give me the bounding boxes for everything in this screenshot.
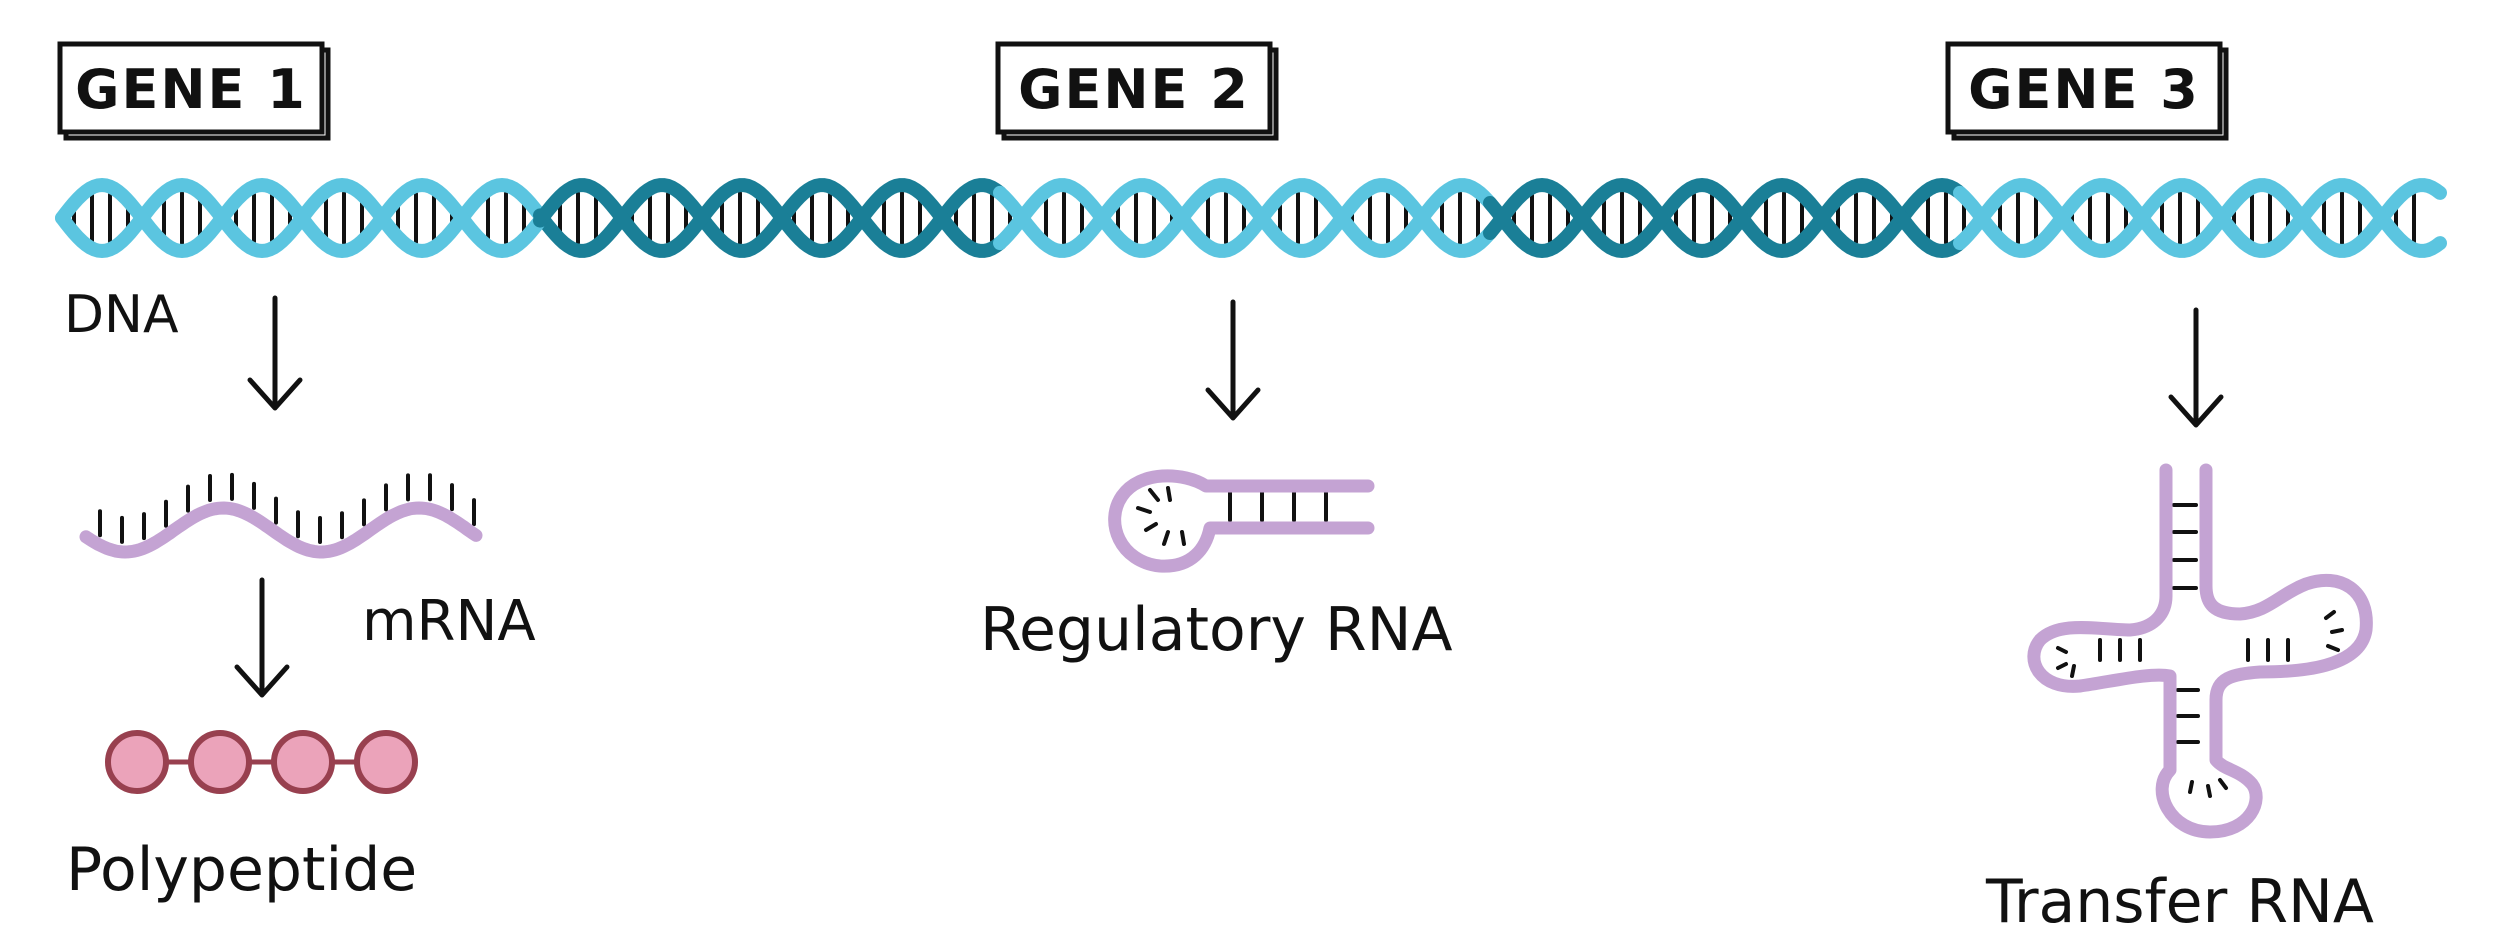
regulatory-rna-label: Regulatory RNA	[980, 595, 1453, 665]
arrow-gene2-to-regulatory-rna	[1205, 299, 1261, 421]
arrow-gene1-to-mrna	[247, 295, 303, 411]
dna-strand-2	[55, 177, 545, 259]
arrow-gene3-to-transfer-rna	[2168, 307, 2224, 428]
dna-strand-1	[993, 178, 1495, 258]
gene-1-label: GENE 1	[75, 58, 307, 121]
transfer-rna-label: Transfer RNA	[1985, 867, 2374, 937]
dna-strand-2	[1953, 178, 2447, 258]
arrow-mrna-to-polypeptide	[234, 577, 290, 698]
dna-strand-2	[993, 178, 1495, 258]
mrna-label: mRNA	[362, 589, 536, 654]
gene-3-box: GENE 3	[1945, 41, 2229, 141]
amino-acid-bead	[188, 730, 252, 794]
transfer-rna-cloverleaf	[2027, 463, 2373, 839]
dna-strand-1	[1483, 177, 1965, 259]
mrna-strand	[79, 472, 483, 559]
gene-3-label: GENE 3	[1968, 58, 2200, 121]
dna-double-helix	[55, 177, 2447, 259]
regulatory-rna-hairpin	[1108, 469, 1375, 573]
dna-label: DNA	[64, 285, 179, 345]
dna-strand-2	[533, 178, 1007, 258]
dna-strand-2	[1483, 177, 1965, 259]
dna-strand-1	[533, 178, 1007, 258]
amino-acid-bead	[105, 730, 169, 794]
gene-1-box: GENE 1	[57, 41, 331, 141]
amino-acid-bead	[271, 730, 335, 794]
polypeptide-chain	[105, 730, 418, 794]
dna-strand-1	[1953, 178, 2447, 258]
gene-2-label: GENE 2	[1018, 58, 1250, 121]
gene-2-box: GENE 2	[995, 41, 1279, 141]
polypeptide-label: Polypeptide	[66, 835, 417, 905]
amino-acid-bead	[354, 730, 418, 794]
